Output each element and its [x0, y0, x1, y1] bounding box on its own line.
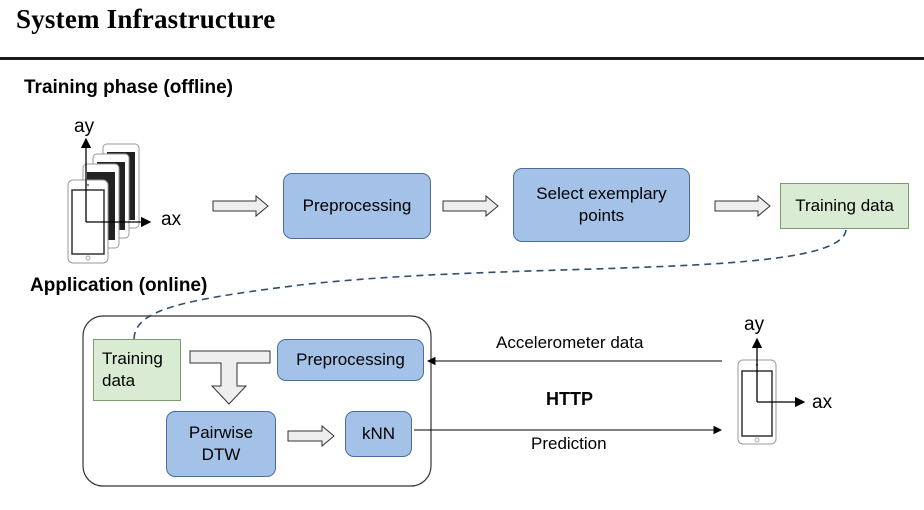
- flow-arrow-dtw-knn: [287, 424, 335, 448]
- app-training-data-line2: data: [102, 371, 136, 390]
- app-axis-x-label: ax: [812, 392, 833, 413]
- accelerometer-label: Accelerometer data: [496, 333, 644, 352]
- axis-x-label: ax: [161, 209, 182, 230]
- preprocessing-box: Preprocessing: [283, 173, 431, 239]
- prediction-label: Prediction: [531, 434, 607, 453]
- axis-y-label: ay: [74, 116, 95, 137]
- select-exemplary-line1: Select exemplary: [536, 184, 667, 203]
- http-label: HTTP: [546, 389, 593, 409]
- title-divider: [0, 57, 924, 60]
- app-axis-y-label: ay: [744, 314, 765, 335]
- page-title: System Infrastructure: [16, 4, 276, 34]
- training-phase-label: Training phase (offline): [24, 77, 234, 98]
- dashed-connector: [133, 229, 847, 340]
- app-preprocessing-box: Preprocessing: [277, 339, 424, 381]
- flow-arrow-3: [714, 194, 771, 218]
- pairwise-dtw-line1: Pairwise: [188, 423, 254, 442]
- app-training-data-line1: Training: [102, 349, 163, 368]
- training-data-box: Training data: [780, 183, 909, 229]
- app-preprocessing-label: Preprocessing: [296, 350, 405, 369]
- app-training-data-box: Training data: [93, 339, 181, 401]
- knn-box: kNN: [345, 411, 412, 457]
- select-exemplary-line2: points: [578, 206, 625, 225]
- flow-arrow-1: [212, 194, 269, 218]
- t-flow-arrow: [189, 350, 271, 405]
- preprocessing-label: Preprocessing: [302, 196, 412, 215]
- application-phase-label: Application (online): [30, 275, 208, 296]
- application-container: [82, 315, 432, 487]
- select-exemplary-box: Select exemplary points: [513, 168, 690, 242]
- knn-label: kNN: [361, 424, 396, 443]
- pairwise-dtw-line2: DTW: [201, 445, 241, 464]
- flow-arrow-2: [442, 194, 499, 218]
- phone-stack-icon: [67, 143, 140, 264]
- training-data-label: Training data: [795, 196, 894, 215]
- pairwise-dtw-box: Pairwise DTW: [166, 411, 276, 477]
